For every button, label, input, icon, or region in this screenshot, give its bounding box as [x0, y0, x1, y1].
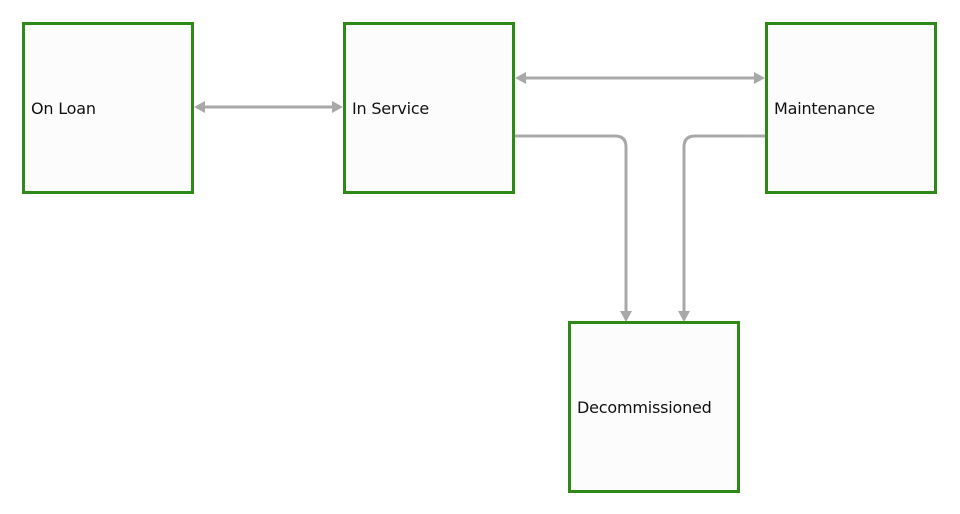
connector-maintenance-decommissioned	[678, 134, 765, 322]
state-in-service[interactable]: In Service	[343, 22, 515, 194]
state-on-loan[interactable]: On Loan	[22, 22, 194, 194]
arrowhead-left-icon	[194, 101, 205, 113]
state-maintenance[interactable]: Maintenance	[765, 22, 937, 194]
connector-onloan-inservice	[194, 101, 343, 113]
state-label: In Service	[352, 98, 430, 118]
state-label: On Loan	[31, 98, 96, 118]
state-label: Maintenance	[774, 98, 875, 118]
connector-inservice-decommissioned	[515, 134, 632, 322]
arrowhead-left-icon	[515, 72, 526, 84]
arrowhead-right-icon	[754, 72, 765, 84]
arrowhead-right-icon	[332, 101, 343, 113]
connector-inservice-maintenance	[515, 72, 765, 84]
state-label: Decommissioned	[577, 397, 712, 417]
state-decommissioned[interactable]: Decommissioned	[568, 321, 740, 493]
